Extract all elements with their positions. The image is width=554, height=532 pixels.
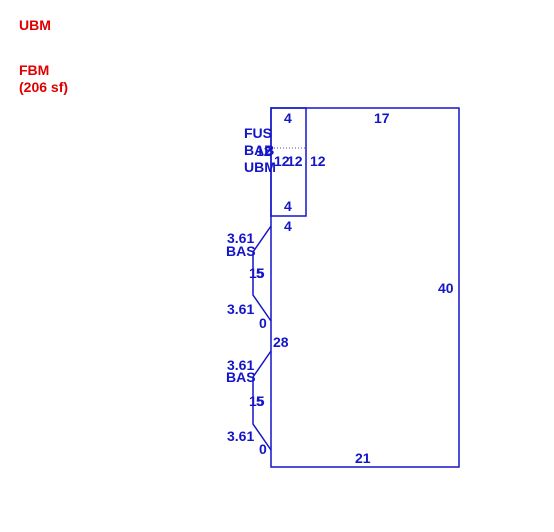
bay1-top-dim: 3.61 — [227, 230, 254, 246]
bay-window-1 — [252, 225, 272, 322]
bay1-depth-a: 15 — [249, 265, 265, 281]
bay2-bas: BAS — [226, 369, 256, 385]
bay2-top-dim: 3.61 — [227, 357, 254, 373]
dim-inner-bottom-b: 4 — [284, 218, 292, 234]
legend-fbm-area: (206 sf) — [19, 79, 69, 95]
dim-inner-top: 4 — [284, 110, 292, 126]
legend-fbm: FBM — [19, 62, 50, 78]
bay2-depth-a: 15 — [249, 393, 265, 409]
dim-left-mid: 28 — [273, 334, 289, 350]
bay1-bottom-dim: 3.61 — [227, 301, 254, 317]
dim-bottom-main: 21 — [355, 450, 371, 466]
bay1-bas: BAS — [226, 243, 256, 259]
dim-top-main: 17 — [374, 110, 390, 126]
label-bab: BAB — [244, 142, 274, 158]
bay2-zero: 0 — [259, 441, 267, 457]
bay-window-2 — [252, 350, 272, 451]
inner-room-outline — [270, 107, 307, 217]
dim-right-main: 40 — [438, 280, 454, 296]
legend-ubm: UBM — [19, 17, 51, 33]
main-outline — [270, 107, 460, 468]
label-fus: FUS — [244, 125, 272, 141]
dim-inner-bottom-a: 4 — [284, 198, 292, 214]
dim-inner-left-c: 12 — [287, 153, 303, 169]
bay2-depth-b: 5 — [256, 393, 264, 409]
dim-inner-right: 12 — [310, 153, 326, 169]
bay1-zero: 0 — [259, 315, 267, 331]
dim-inner-left-b: 12 — [274, 153, 290, 169]
label-ubm-inner: UBM — [244, 159, 276, 175]
dim-inner-left-a: 12 — [256, 143, 272, 159]
bay2-bottom-dim: 3.61 — [227, 428, 254, 444]
bay1-depth-b: 5 — [256, 265, 264, 281]
